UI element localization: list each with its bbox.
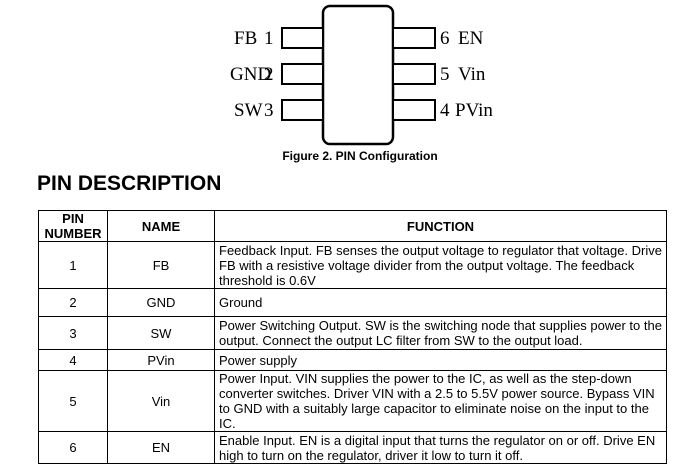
header-function: FUNCTION	[214, 210, 667, 242]
cell-pin: 5	[38, 370, 108, 432]
cell-function: Power supply	[214, 349, 667, 371]
cell-function: Power Switching Output. SW is the switch…	[214, 316, 667, 350]
cell-pin: 6	[38, 431, 108, 464]
pin-2-number: 2	[264, 64, 274, 85]
table-row: 4 PVin Power supply	[38, 349, 667, 371]
table-row: 6 EN Enable Input. EN is a digital input…	[38, 431, 667, 464]
pin-leg-1	[281, 27, 324, 49]
cell-name: PVin	[107, 349, 215, 371]
pin-2-name: GND	[230, 64, 271, 85]
pin-leg-5	[392, 63, 436, 85]
cell-pin: 4	[38, 349, 108, 371]
pin-configuration-diagram: FB 1 GND 2 SW 3 6 EN 5 Vin 4 PVin	[230, 4, 493, 146]
pin-4-number: 4	[440, 100, 450, 121]
table-row: 2 GND Ground	[38, 288, 667, 317]
section-title: PIN DESCRIPTION	[37, 172, 222, 195]
figure-caption: Figure 2. PIN Configuration	[282, 149, 438, 163]
cell-name: GND	[107, 288, 215, 317]
pin-6-name: EN	[458, 28, 484, 49]
header-name: NAME	[107, 210, 215, 242]
cell-name: EN	[107, 431, 215, 464]
pin-3-number: 3	[264, 100, 274, 121]
table-row: 1 FB Feedback Input. FB senses the outpu…	[38, 241, 667, 289]
cell-function: Power Input. VIN supplies the power to t…	[214, 370, 667, 432]
pin-leg-4	[392, 99, 436, 121]
cell-name: SW	[107, 316, 215, 350]
table-row: 3 SW Power Switching Output. SW is the s…	[38, 316, 667, 350]
table-header-row: PIN NUMBER NAME FUNCTION	[38, 210, 667, 242]
cell-name: Vin	[107, 370, 215, 432]
pin-leg-6	[392, 27, 436, 49]
pin-5-number: 5	[440, 64, 450, 85]
pin-4-name: PVin	[455, 100, 493, 121]
cell-function: Enable Input. EN is a digital input that…	[214, 431, 667, 464]
pin-description-table: PIN NUMBER NAME FUNCTION 1 FB Feedback I…	[38, 210, 667, 464]
cell-function: Feedback Input. FB senses the output vol…	[214, 241, 667, 289]
pin-5-name: Vin	[458, 64, 486, 85]
cell-function: Ground	[214, 288, 667, 317]
cell-pin: 3	[38, 316, 108, 350]
pin-leg-2	[281, 63, 324, 85]
pin-6-number: 6	[440, 28, 450, 49]
pin-leg-3	[281, 99, 324, 121]
cell-name: FB	[107, 241, 215, 289]
header-pin-number: PIN NUMBER	[38, 210, 108, 242]
pin-1-name: FB	[234, 28, 257, 49]
table-row: 5 Vin Power Input. VIN supplies the powe…	[38, 370, 667, 432]
cell-pin: 2	[38, 288, 108, 317]
pin-1-number: 1	[264, 28, 274, 49]
cell-pin: 1	[38, 241, 108, 289]
pin-3-name: SW	[234, 100, 263, 121]
ic-package-body	[321, 4, 395, 146]
